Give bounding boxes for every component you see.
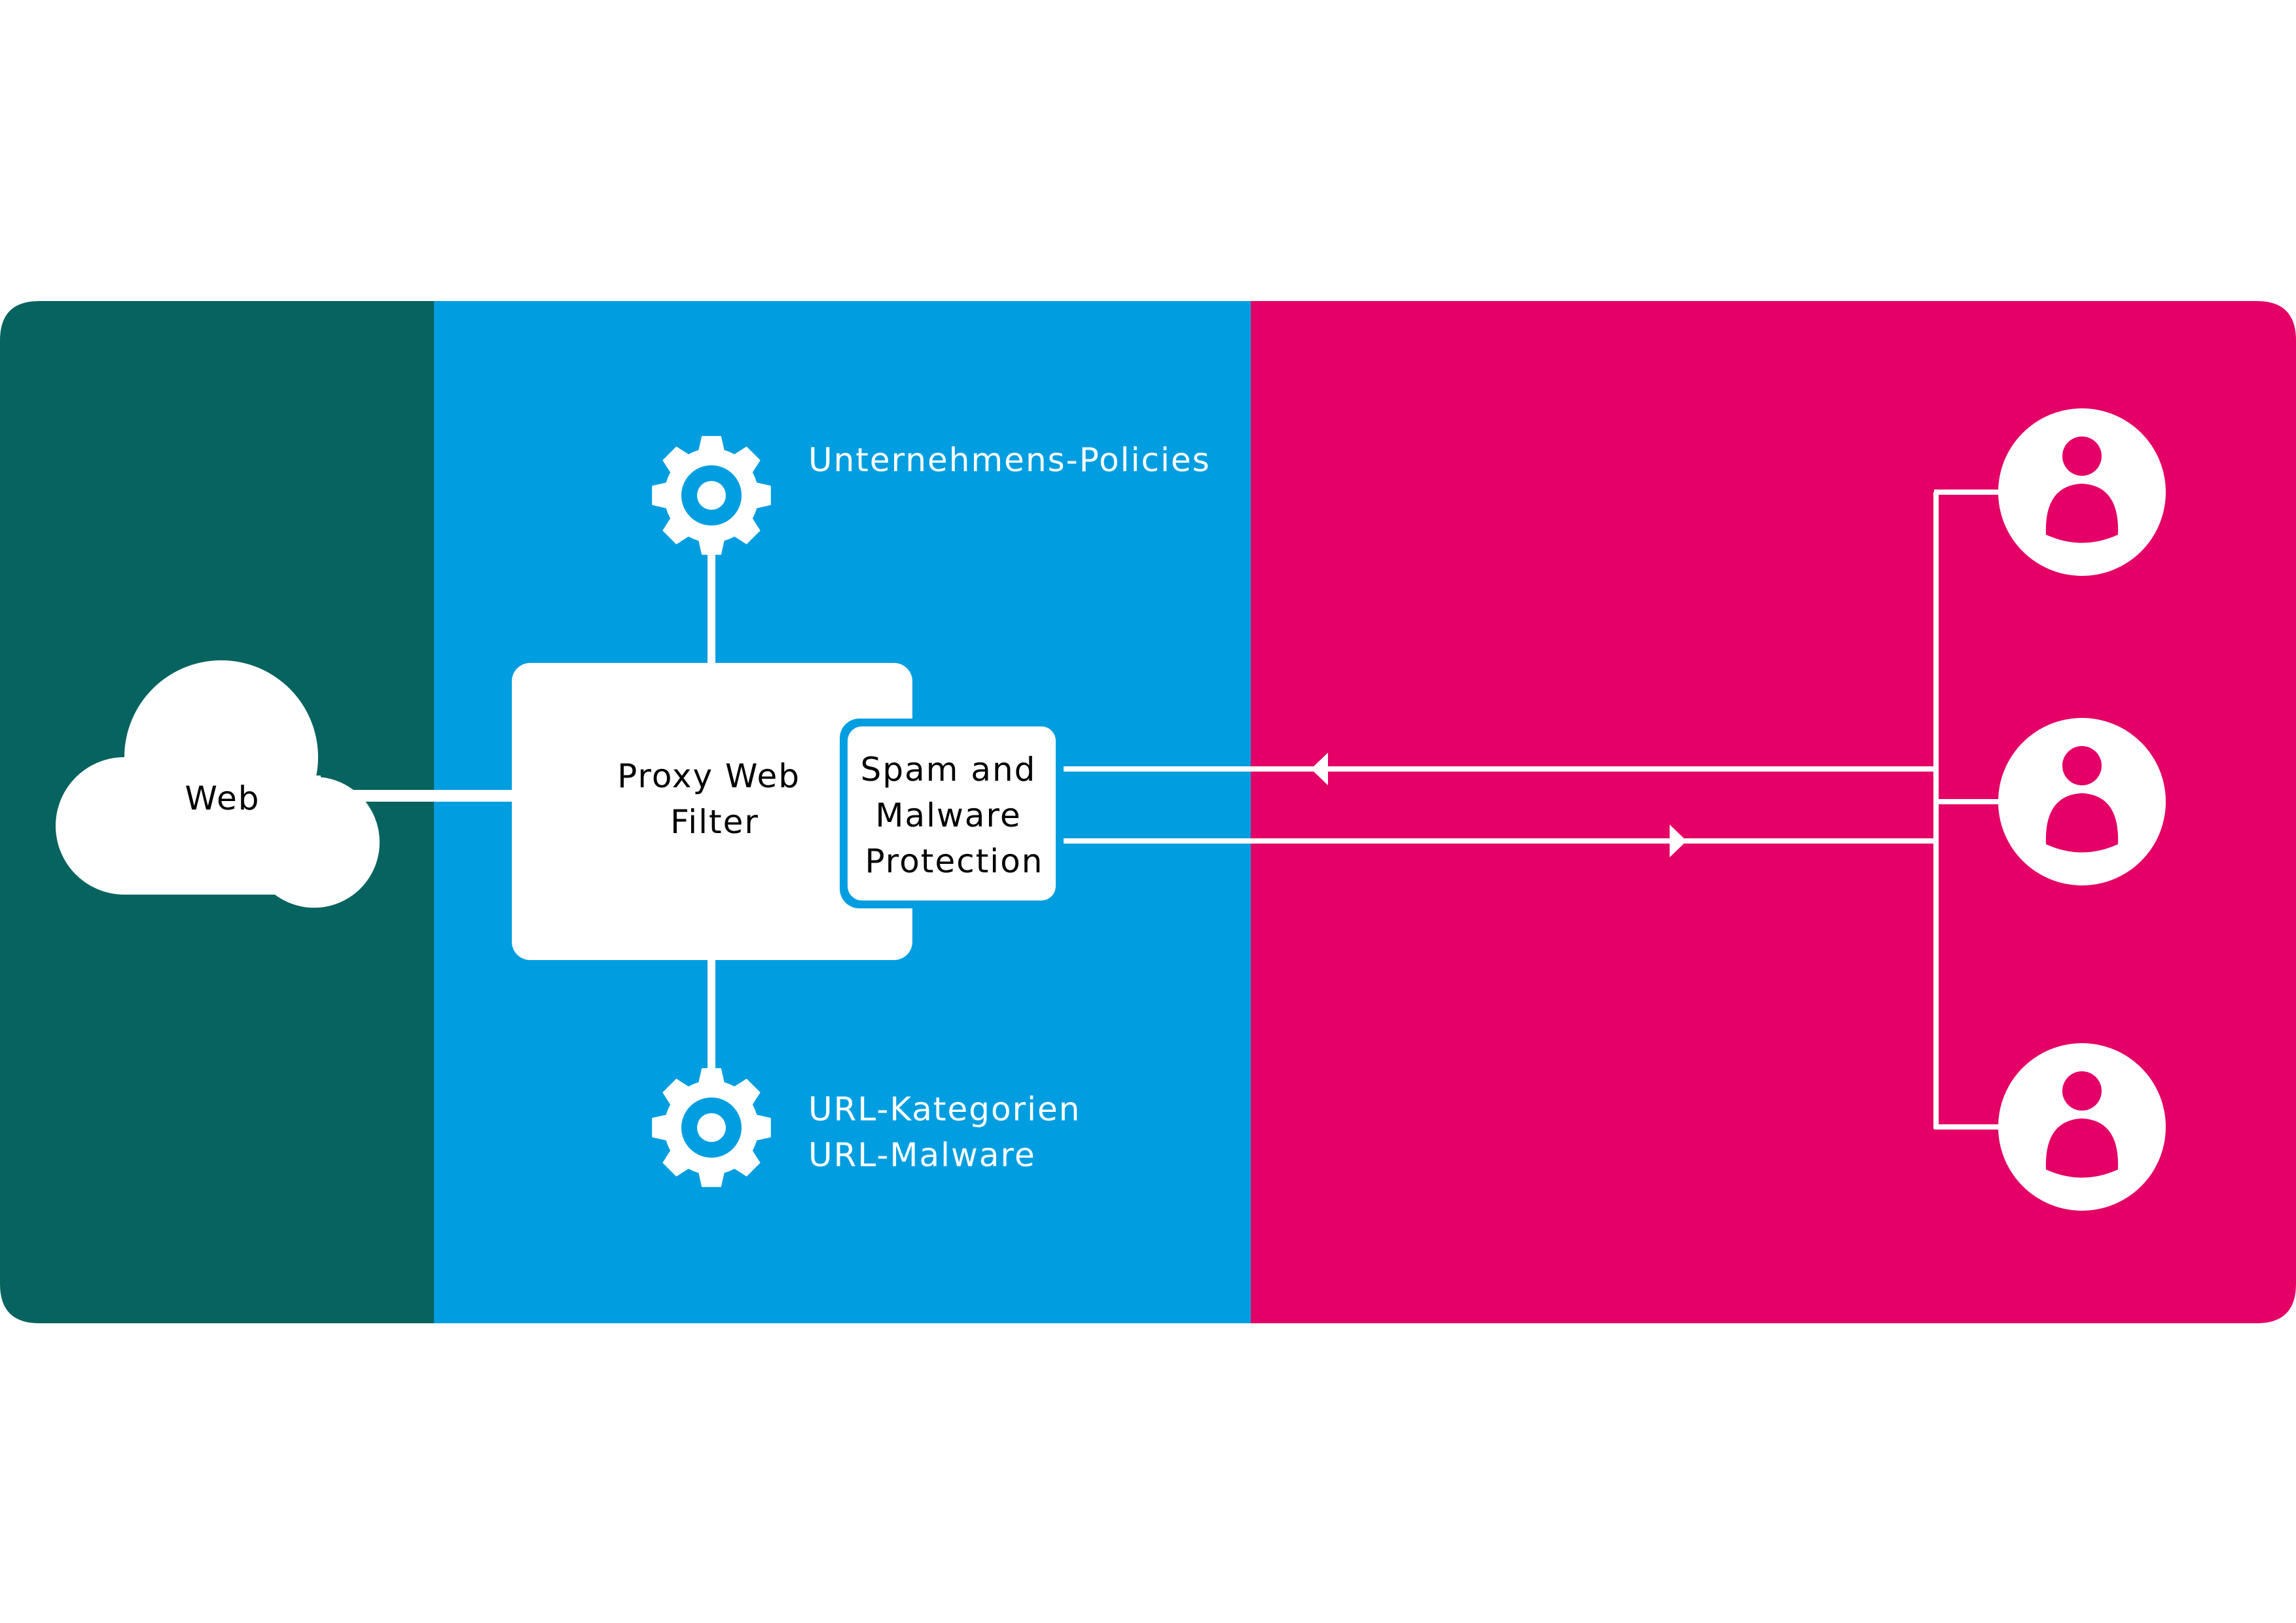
user-1 [1998, 408, 2166, 576]
policies-node: Unternehmens-Policies [652, 436, 1210, 555]
user-icon [1998, 718, 2166, 885]
proxy-label-line-2: Filter [670, 803, 759, 841]
spam-malware-protection: Spam and Malware Protection [840, 719, 1064, 908]
web-cloud: Web [56, 660, 380, 908]
user-body [2045, 793, 2119, 853]
user-body [2045, 484, 2119, 543]
protection-label-line-3: Protection [865, 842, 1044, 880]
connectors [340, 490, 2003, 1130]
protection-label-line-1: Spam and [861, 751, 1037, 789]
user-icon [1998, 408, 2166, 576]
user-body [2045, 1118, 2119, 1178]
url-settings-line-1: URL-Kategorien [808, 1090, 1081, 1128]
inbound-arrow-icon [1311, 753, 1328, 785]
users-group [1998, 408, 2166, 1211]
user-head [2062, 437, 2102, 476]
protection-label-line-2: Malware [875, 796, 1021, 834]
user-3 [1998, 1043, 2166, 1211]
outbound-arrow-icon [1670, 825, 1687, 857]
user-head [2062, 1071, 2102, 1111]
proxy-web-filter: Proxy Web Filter [512, 663, 912, 960]
cloud-icon [56, 660, 380, 908]
protection-label: Spam and Malware Protection [861, 751, 1049, 880]
proxy-label: Proxy Web Filter [617, 757, 812, 841]
user-2 [1998, 718, 2166, 885]
proxy-box [512, 663, 912, 960]
proxy-label-line-1: Proxy Web [617, 757, 800, 795]
gear-hub [697, 481, 726, 510]
user-head [2062, 746, 2102, 785]
gear-icon [652, 436, 771, 555]
url-settings-line-2: URL-Malware [808, 1136, 1036, 1174]
url-settings-node: URL-Kategorien URL-Malware [652, 1068, 1092, 1187]
gear-icon [652, 1068, 771, 1187]
url-settings-label: URL-Kategorien URL-Malware [808, 1090, 1092, 1174]
policies-label: Unternehmens-Policies [808, 441, 1211, 479]
gear-hub [697, 1113, 726, 1142]
user-icon [1998, 1043, 2166, 1211]
web-label: Web [185, 779, 260, 817]
